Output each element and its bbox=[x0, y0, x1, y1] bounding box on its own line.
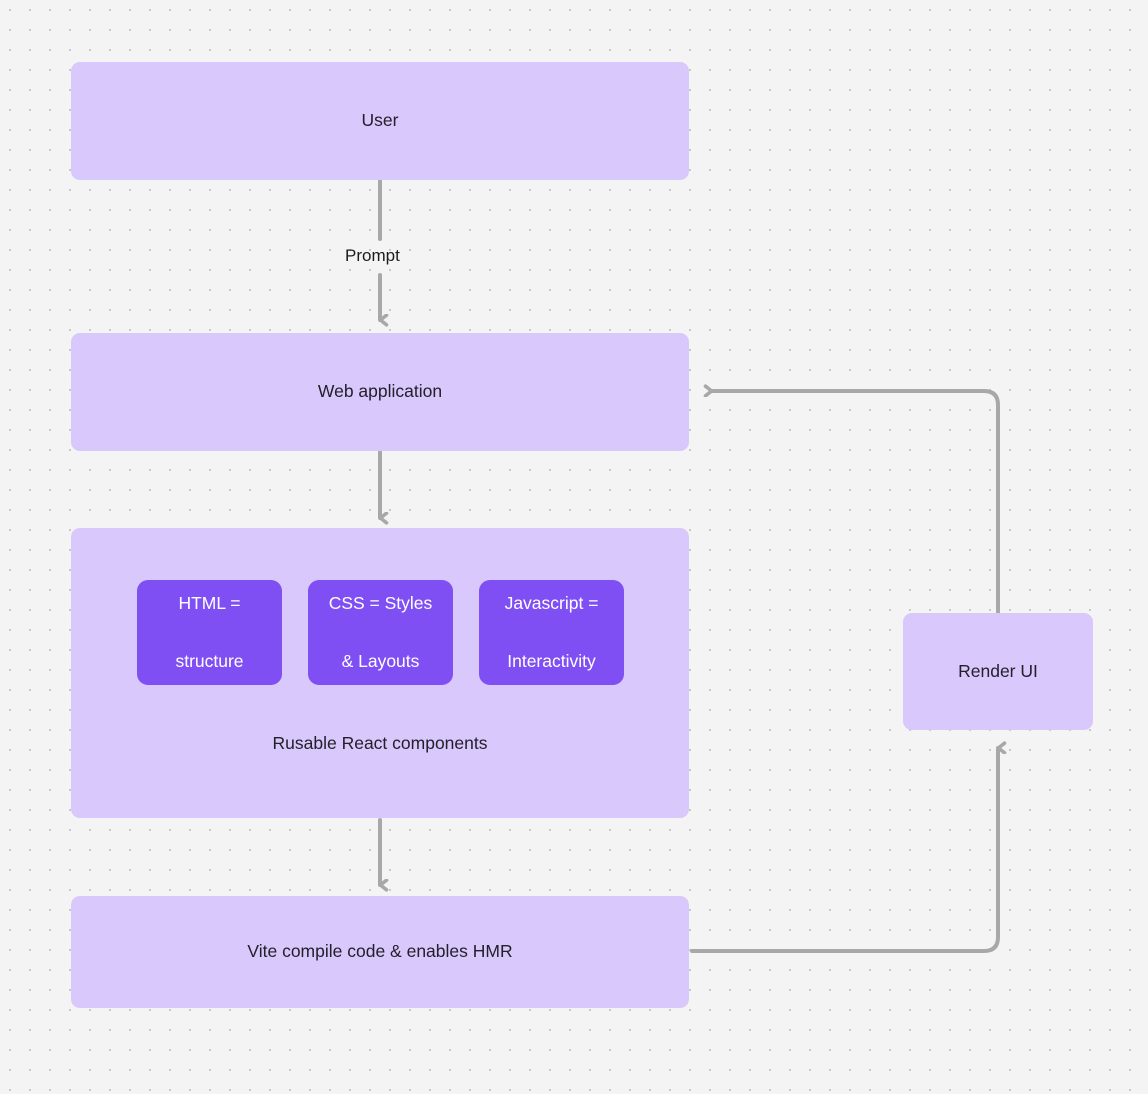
chip-html-line2: structure bbox=[175, 650, 244, 671]
chip-html[interactable]: HTML = structure bbox=[137, 580, 282, 685]
node-components-group[interactable]: HTML = structure CSS = Styles & Layouts … bbox=[71, 528, 689, 818]
chip-css[interactable]: CSS = Styles & Layouts bbox=[308, 580, 453, 685]
edge-render-ui-to-web-application bbox=[712, 391, 1000, 615]
chip-javascript-line1: Javascript = bbox=[504, 593, 599, 614]
chip-css-line2: & Layouts bbox=[341, 650, 420, 671]
node-user-label: User bbox=[361, 110, 399, 131]
edge-label-prompt: Prompt bbox=[345, 246, 400, 265]
chip-html-line1: HTML = bbox=[178, 593, 241, 614]
components-group-caption: Rusable React components bbox=[272, 733, 488, 753]
edge-vite-to-render-ui bbox=[690, 748, 998, 953]
node-vite[interactable]: Vite compile code & enables HMR bbox=[71, 896, 689, 1008]
node-render-ui-label: Render UI bbox=[958, 660, 1038, 681]
node-web-application-label: Web application bbox=[317, 381, 443, 402]
node-web-application[interactable]: Web application bbox=[71, 333, 689, 451]
chip-css-line1: CSS = Styles bbox=[328, 593, 433, 614]
chip-javascript[interactable]: Javascript = Interactivity bbox=[479, 580, 624, 685]
node-user[interactable]: User bbox=[71, 62, 689, 180]
component-chip-row: HTML = structure CSS = Styles & Layouts … bbox=[137, 580, 624, 685]
node-render-ui[interactable]: Render UI bbox=[903, 613, 1093, 730]
node-vite-label: Vite compile code & enables HMR bbox=[247, 941, 513, 962]
chip-javascript-line2: Interactivity bbox=[507, 650, 596, 671]
